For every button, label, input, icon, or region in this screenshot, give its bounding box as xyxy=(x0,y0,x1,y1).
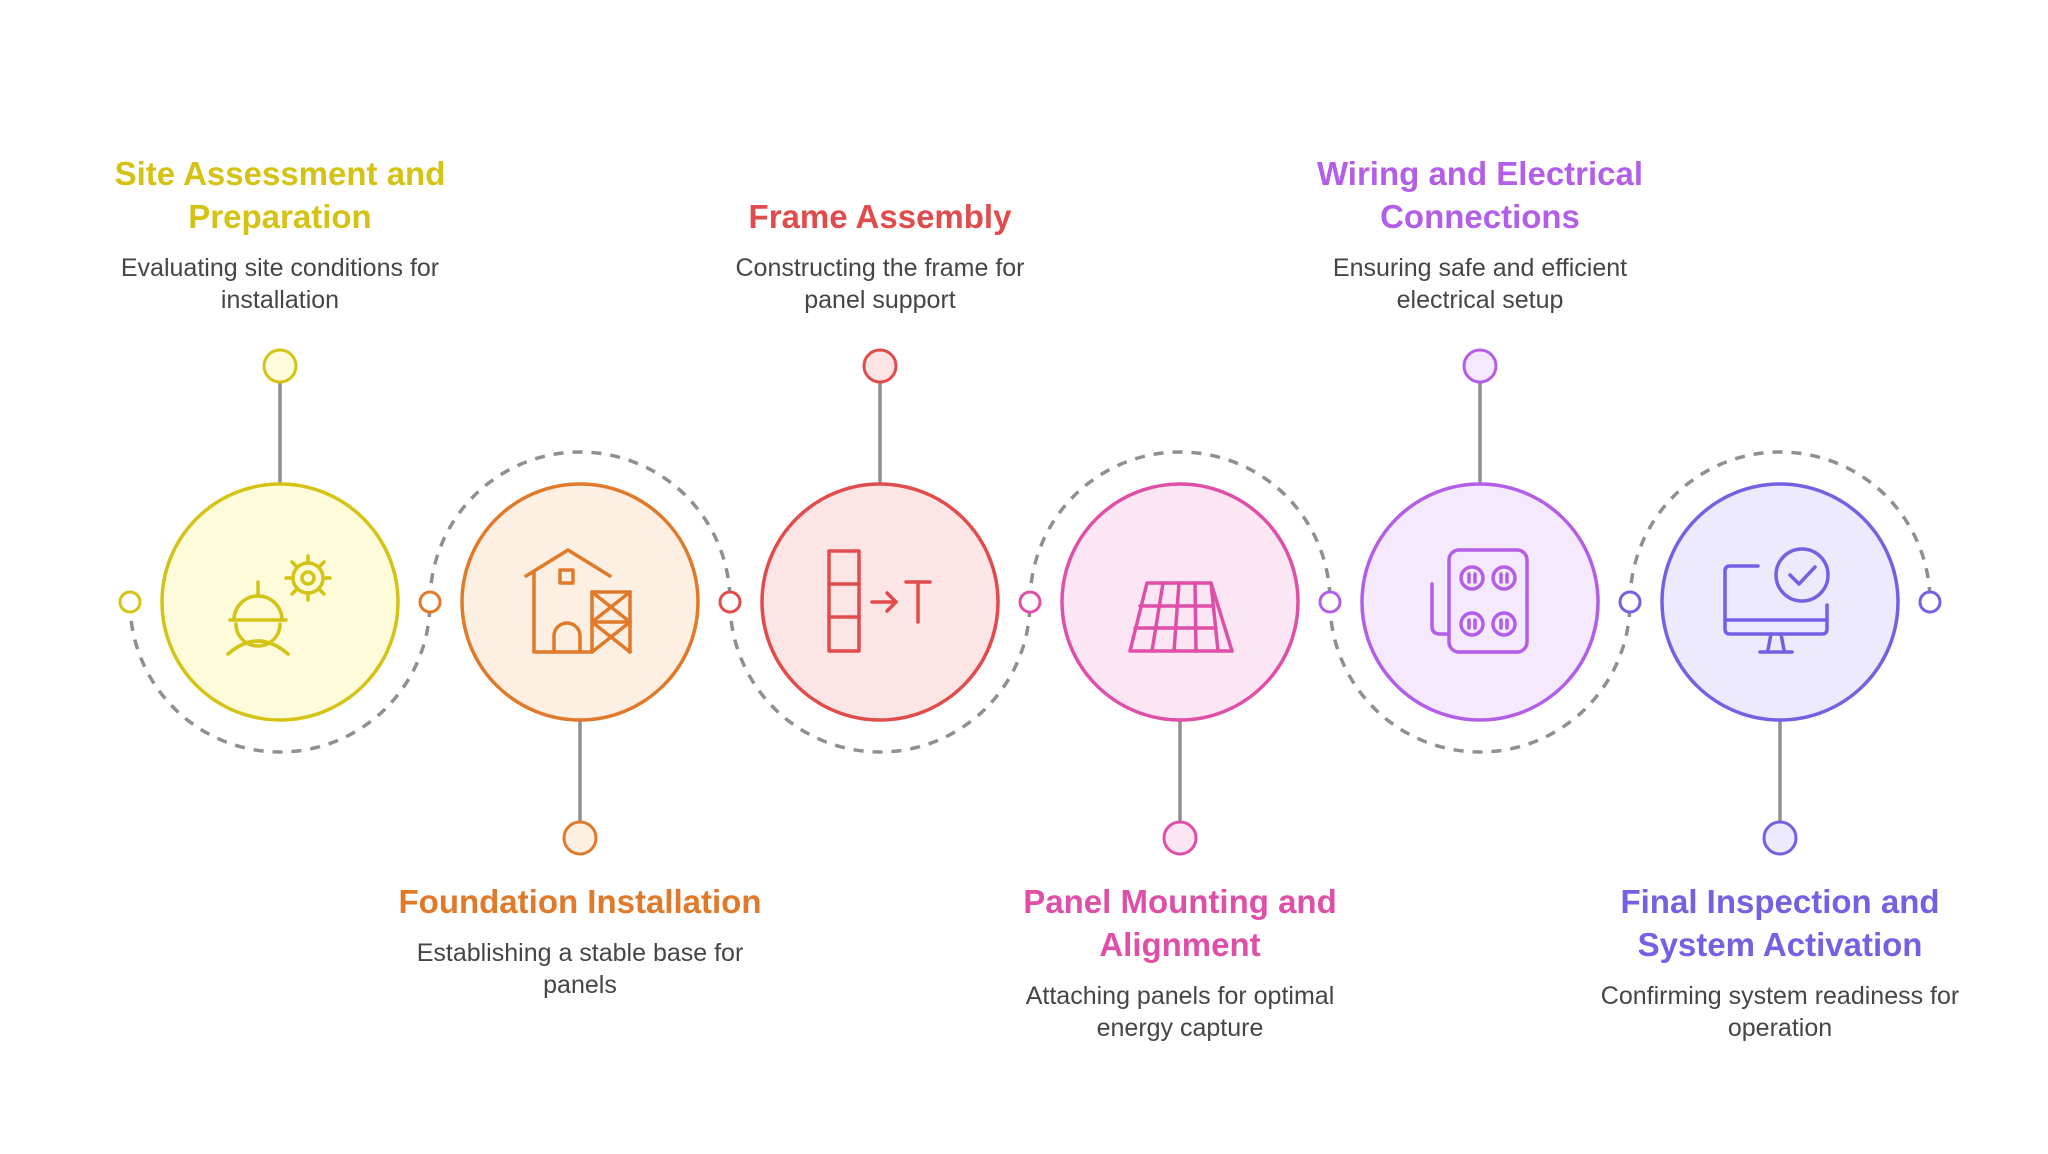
step-label-2: Foundation Installation Establishing a s… xyxy=(370,880,790,1001)
step-title: Site Assessment and Preparation xyxy=(114,155,446,235)
step-label-5: Wiring and Electrical Connections Ensuri… xyxy=(1270,152,1690,316)
electrical-outlet-icon xyxy=(1430,548,1529,654)
stem-marker-2 xyxy=(562,820,598,856)
step-label-1: Site Assessment and Preparation Evaluati… xyxy=(70,152,490,316)
step-description: Confirming system readiness for operatio… xyxy=(1600,982,1960,1042)
junction-dot-3 xyxy=(718,590,742,614)
step-circle-1 xyxy=(160,482,400,722)
stem-marker-3 xyxy=(862,348,898,384)
stem-marker-4 xyxy=(1162,820,1198,856)
step-label-3: Frame Assembly Constructing the frame fo… xyxy=(670,195,1090,316)
step-description: Ensuring safe and efficient electrical s… xyxy=(1332,254,1628,314)
step-title: Panel Mounting and Alignment xyxy=(1023,883,1337,963)
worker-gear-icon xyxy=(226,554,332,656)
step-label-4: Panel Mounting and Alignment Attaching p… xyxy=(970,880,1390,1044)
step-description: Constructing the frame for panel support xyxy=(735,254,1025,314)
connector-arc-5 xyxy=(1328,601,1632,754)
step-title: Wiring and Electrical Connections xyxy=(1316,155,1644,235)
step-description: Attaching panels for optimal energy capt… xyxy=(1025,982,1335,1042)
connector-arc-2 xyxy=(428,450,732,603)
frame-assembly-icon xyxy=(827,549,932,653)
step-circle-2 xyxy=(460,482,700,722)
step-title: Frame Assembly xyxy=(748,198,1012,235)
step-circle-5 xyxy=(1360,482,1600,722)
step-circle-6 xyxy=(1660,482,1900,722)
step-description: Establishing a stable base for panels xyxy=(416,939,744,999)
stem-marker-5 xyxy=(1462,348,1498,384)
junction-dot-5 xyxy=(1318,590,1342,614)
connector-arc-1 xyxy=(128,601,432,754)
step-circle-4 xyxy=(1060,482,1300,722)
junction-dot-2 xyxy=(418,590,442,614)
step-description: Evaluating site conditions for installat… xyxy=(120,254,440,314)
monitor-check-icon xyxy=(1723,547,1830,654)
junction-dot-1 xyxy=(118,590,142,614)
junction-dot-7 xyxy=(1918,590,1942,614)
stem-marker-6 xyxy=(1762,820,1798,856)
stem-marker-1 xyxy=(262,348,298,384)
solar-panel-icon xyxy=(1128,581,1234,653)
step-title: Foundation Installation xyxy=(398,883,762,920)
junction-dot-4 xyxy=(1018,590,1042,614)
house-scaffold-icon xyxy=(524,548,632,654)
junction-dot-6 xyxy=(1618,590,1642,614)
step-title: Final Inspection and System Activation xyxy=(1620,883,1940,963)
step-label-6: Final Inspection and System Activation C… xyxy=(1570,880,1990,1044)
connector-arc-3 xyxy=(728,601,1032,754)
connector-arc-6 xyxy=(1628,450,1932,603)
connector-arc-4 xyxy=(1028,450,1332,603)
